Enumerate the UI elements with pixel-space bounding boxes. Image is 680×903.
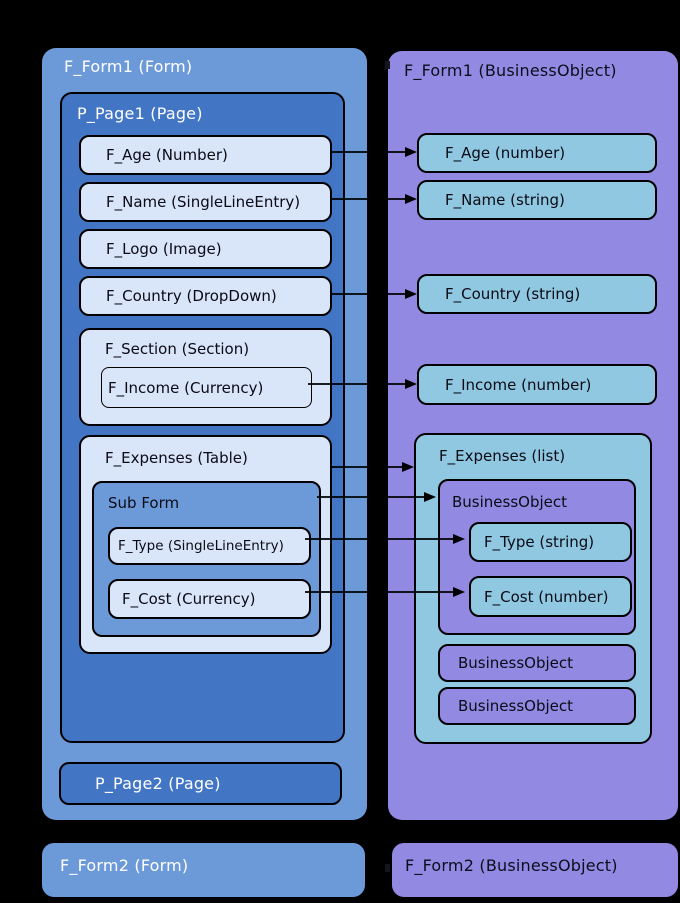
section-label: F_Section (Section) (105, 340, 250, 358)
form2-form-title: F_Form2 (Form) (60, 856, 189, 875)
section-f-section: F_Section (Section) F_Income (Currency) (79, 328, 332, 426)
bo-field-f-country: F_Country (string) (417, 274, 657, 314)
page2-title: P_Page2 (Page) (95, 774, 221, 793)
field-f-country: F_Country (DropDown) (79, 276, 332, 316)
subform-panel: Sub Form F_Type (SingleLineEntry) F_Cost… (92, 481, 321, 637)
bo-field-f-age: F_Age (number) (417, 133, 657, 173)
subform-label: Sub Form (108, 494, 180, 512)
page1-panel: P_Page1 (Page) F_Age (Number) F_Name (Si… (60, 92, 345, 743)
field-f-logo: F_Logo (Image) (79, 229, 332, 269)
bo-field-f-type: F_Type (string) (469, 522, 632, 562)
form2-businessobject-panel: F_Form2 (BusinessObject) (392, 843, 678, 897)
bo-object3: BusinessObject (438, 687, 636, 725)
connector-stub-bottom (385, 864, 390, 872)
form1-businessobject-panel: F_Form1 (BusinessObject) F_Age (number) … (388, 51, 678, 820)
bo-object2: BusinessObject (438, 644, 636, 682)
field-f-income: F_Income (Currency) (101, 367, 312, 408)
table-label: F_Expenses (Table) (105, 449, 248, 467)
bo-field-f-name: F_Name (string) (417, 180, 657, 220)
bo-object1-label: BusinessObject (452, 493, 567, 511)
bo-list-f-expenses: F_Expenses (list) BusinessObject F_Type … (414, 433, 652, 744)
connector-stub-top (385, 61, 390, 69)
form1-form-title: F_Form1 (Form) (64, 57, 193, 76)
form2-businessobject-title: F_Form2 (BusinessObject) (405, 856, 618, 875)
field-f-name: F_Name (SingleLineEntry) (79, 182, 332, 222)
field-f-age: F_Age (Number) (79, 135, 332, 175)
form1-businessobject-title: F_Form1 (BusinessObject) (404, 61, 617, 80)
bo-list-label: F_Expenses (list) (439, 447, 566, 465)
field-f-type: F_Type (SingleLineEntry) (108, 527, 311, 565)
page1-title: P_Page1 (Page) (77, 104, 203, 123)
bo-field-f-cost: F_Cost (number) (469, 576, 632, 617)
form1-form-panel: F_Form1 (Form) P_Page1 (Page) F_Age (Num… (42, 48, 367, 820)
table-f-expenses: F_Expenses (Table) Sub Form F_Type (Sing… (79, 435, 332, 654)
field-f-cost: F_Cost (Currency) (108, 579, 311, 619)
bo-object1: BusinessObject F_Type (string) F_Cost (n… (438, 479, 636, 635)
form2-form-panel: F_Form2 (Form) (42, 843, 365, 897)
page2-panel: P_Page2 (Page) (59, 762, 342, 805)
bo-field-f-income: F_Income (number) (417, 364, 657, 405)
